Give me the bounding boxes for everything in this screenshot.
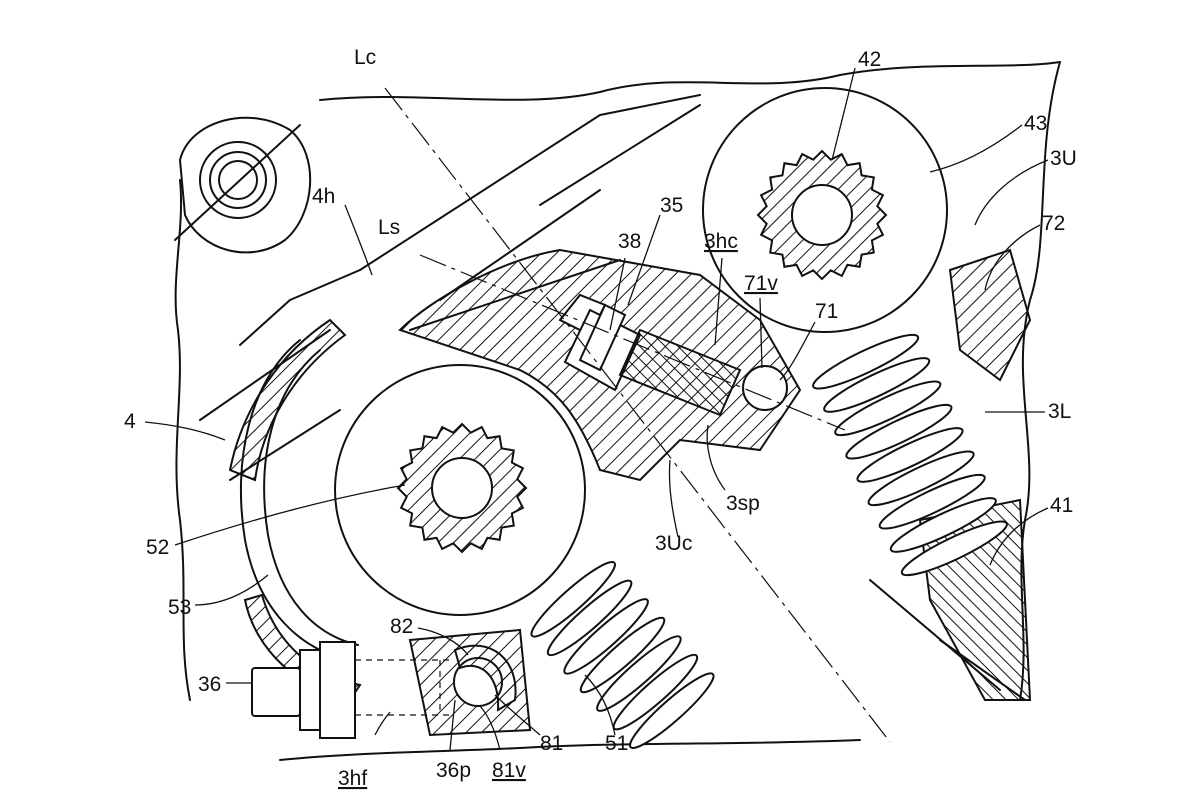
- label-41: 41: [1050, 494, 1073, 517]
- label-35: 35: [660, 194, 683, 217]
- bolt-boss: [180, 118, 310, 253]
- label-43: 43: [1024, 112, 1047, 135]
- lower-coil-spring: [525, 555, 720, 755]
- label-71v: 71v: [744, 272, 778, 295]
- label-72: 72: [1042, 212, 1065, 235]
- label-3sp: 3sp: [726, 492, 760, 515]
- upper-drum: [703, 88, 947, 332]
- label-81v: 81v: [492, 759, 526, 782]
- label-3hc: 3hc: [704, 230, 738, 253]
- label-4h: 4h: [312, 185, 335, 208]
- label-38: 38: [618, 230, 641, 253]
- label-82: 82: [390, 615, 413, 638]
- label-52: 52: [146, 536, 169, 559]
- label-Ls: Ls: [378, 216, 400, 239]
- label-Lc: Lc: [354, 46, 376, 69]
- label-3hf: 3hf: [338, 767, 367, 790]
- label-36: 36: [198, 673, 221, 696]
- label-71: 71: [815, 300, 838, 323]
- label-36p: 36p: [436, 759, 471, 782]
- label-3U: 3U: [1050, 147, 1077, 170]
- label-42: 42: [858, 48, 881, 71]
- lower-drum: [335, 365, 585, 615]
- label-81: 81: [540, 732, 563, 755]
- label-4: 4: [124, 410, 136, 433]
- label-53: 53: [168, 596, 191, 619]
- label-3Uc: 3Uc: [655, 532, 692, 555]
- label-51: 51: [605, 732, 628, 755]
- label-3L: 3L: [1048, 400, 1071, 423]
